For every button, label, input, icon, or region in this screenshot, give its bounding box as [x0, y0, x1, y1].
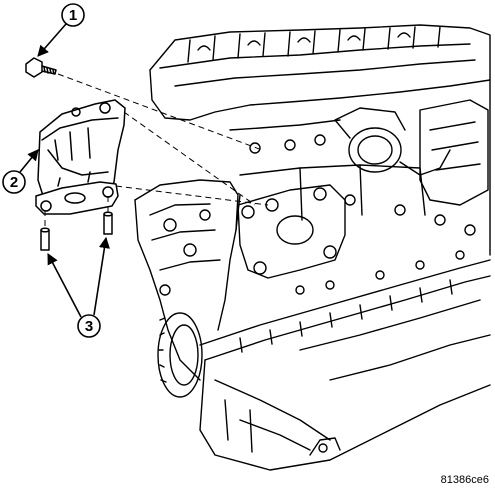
callout-1-circle: [61, 3, 85, 27]
dowel-pin-left: [40, 229, 50, 251]
callout-1-leader: [37, 23, 67, 57]
dowel-pins: [40, 211, 113, 251]
callout-2-circle: [2, 170, 26, 194]
bolt: [25, 57, 57, 78]
alignment-lines: [44, 73, 269, 228]
callout-3: 3: [47, 236, 110, 338]
callout-2-leader: [19, 149, 39, 173]
dowel-pin-right: [103, 213, 113, 235]
callout-2: 2: [2, 149, 39, 194]
callout-3-circle: [77, 314, 101, 338]
callout-3-number: 3: [85, 318, 93, 335]
callout-1-number: 1: [69, 7, 77, 24]
callout-2-number: 2: [10, 174, 18, 191]
engine-mount-bracket: [35, 99, 126, 215]
engine-block: [134, 24, 491, 471]
callout-3-leader-right: [93, 236, 110, 316]
callout-3-leader-left: [47, 253, 82, 318]
figure-code: 81386ce6: [440, 474, 489, 486]
callout-1: 1: [37, 3, 85, 57]
